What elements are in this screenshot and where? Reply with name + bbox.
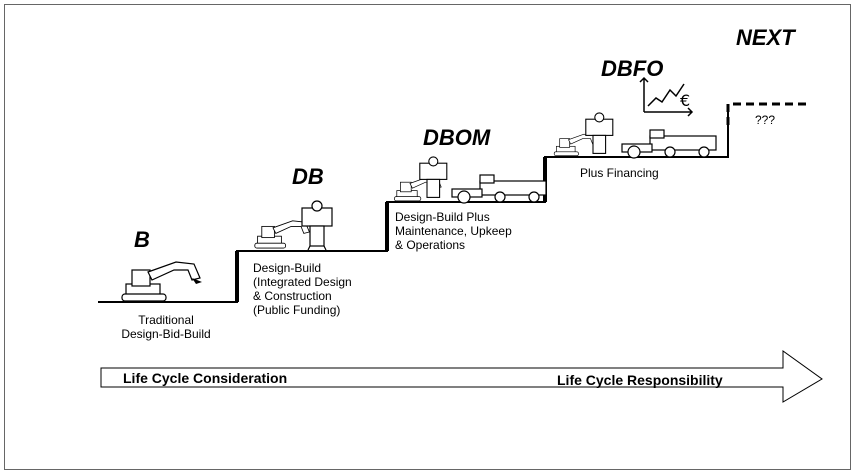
stage-label-db: DB [292, 164, 324, 190]
stage-desc-db: Design-Build (Integrated Design & Constr… [253, 261, 352, 317]
excavator-icon [122, 262, 202, 301]
stage-desc-next: ??? [755, 113, 775, 127]
stage-desc-dbom: Design-Build Plus Maintenance, Upkeep & … [395, 210, 512, 252]
svg-text:€: € [680, 91, 690, 110]
arrow-left-text: Life Cycle Consideration [123, 370, 287, 386]
truck-icon [622, 130, 716, 158]
stage-label-next: NEXT [736, 25, 795, 51]
excavator-icon [554, 134, 597, 155]
stage-label-b: B [134, 227, 150, 253]
stage-desc-b: Traditional Design-Bid-Build [106, 313, 226, 341]
euro-growth-chart-icon: € [640, 78, 692, 116]
surveyor-icon [586, 113, 613, 154]
truck-icon [452, 175, 546, 203]
surveyor-icon [302, 201, 332, 250]
stage-label-dbom: DBOM [423, 125, 490, 151]
surveyor-icon [420, 157, 447, 198]
arrow-right-text: Life Cycle Responsibility [557, 372, 723, 388]
stage-desc-dbfo: Plus Financing [580, 166, 659, 180]
excavator-icon [255, 221, 310, 248]
stage-label-dbfo: DBFO [601, 56, 663, 82]
